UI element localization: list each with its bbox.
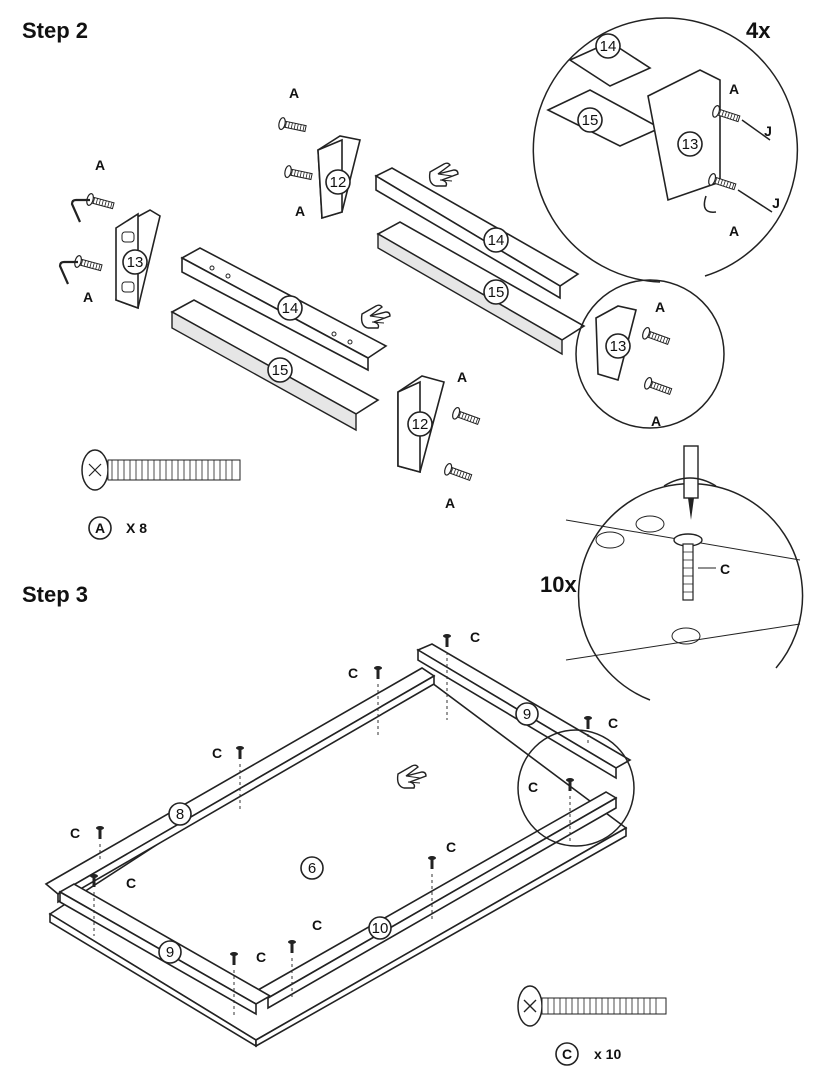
step3-multiplier: 10x <box>540 572 577 597</box>
svg-text:C: C <box>348 665 358 681</box>
rotate-arrow-icon <box>703 195 717 213</box>
panel-12-upper: 12 <box>317 135 361 220</box>
part-label-12: 12 <box>330 174 347 191</box>
hardware-letter-c: C <box>720 561 730 577</box>
beam-14-left: 14 <box>180 247 388 372</box>
hand-pointer-icon <box>360 304 391 329</box>
panel-13-left: 13 <box>115 209 161 310</box>
bolt-icon <box>277 116 314 184</box>
hardware-letter-a: A <box>295 203 305 219</box>
part-label-8: 8 <box>176 806 184 823</box>
bolt-icon <box>442 406 482 484</box>
part-label-13: 13 <box>127 254 144 271</box>
step2-multiplier: 4x <box>746 18 771 43</box>
hardware-letter-a: A <box>445 495 455 511</box>
part-label-14: 14 <box>488 232 505 249</box>
legend-a-letter: A <box>95 520 105 536</box>
part-label-14: 14 <box>282 300 299 317</box>
detail-circle-corner <box>517 729 635 847</box>
part-label-14: 14 <box>600 38 617 55</box>
beam-15-right: 15 <box>376 221 586 356</box>
screwdriver-icon <box>683 445 699 499</box>
beam-14-right: 14 <box>374 167 580 300</box>
rail-10: 10 <box>256 791 618 1010</box>
svg-text:C: C <box>70 825 80 841</box>
rotate-arrow-icon <box>663 477 717 487</box>
part-label-13: 13 <box>682 136 699 153</box>
part-label-10: 10 <box>372 920 389 937</box>
hardware-letter-a: A <box>655 299 665 315</box>
part-label-6: 6 <box>308 860 316 877</box>
rail-9-top: 9 <box>416 643 632 780</box>
panel-12-lower: 12 <box>397 375 445 474</box>
svg-text:C: C <box>256 949 266 965</box>
step2-heading: Step 2 <box>22 18 88 43</box>
part-label-15: 15 <box>488 284 505 301</box>
hardware-letter-a: A <box>729 223 739 239</box>
part-label-9: 9 <box>166 944 174 961</box>
hardware-letter-a: A <box>83 289 93 305</box>
hardware-letter-a: A <box>457 369 467 385</box>
legend-a-quantity: X 8 <box>126 520 147 536</box>
detail-circle-small: 13 <box>575 279 725 429</box>
part-label-15: 15 <box>272 362 289 379</box>
hardware-letter-a: A <box>289 85 299 101</box>
base-panel-6: 6 <box>48 673 628 1048</box>
detail-circle-large: 14 15 13 <box>532 17 798 283</box>
bolt-icon <box>58 192 116 286</box>
hardware-letter-a: A <box>729 81 739 97</box>
phillips-screw-icon <box>517 985 667 1027</box>
hardware-letter-a: A <box>95 157 105 173</box>
part-label-9: 9 <box>523 706 531 723</box>
beam-15-left: 15 <box>170 299 380 432</box>
rail-9-bottom: 9 <box>58 883 272 1016</box>
detail-circle-screw <box>565 445 804 701</box>
tool-letter-j: J <box>772 195 780 211</box>
svg-text:C: C <box>608 715 618 731</box>
svg-text:C: C <box>446 839 456 855</box>
svg-text:C: C <box>126 875 136 891</box>
svg-text:C: C <box>528 779 538 795</box>
part-label-12: 12 <box>412 416 429 433</box>
tool-letter-j: J <box>764 123 772 139</box>
legend-c-quantity: x 10 <box>594 1046 621 1062</box>
svg-text:C: C <box>212 745 222 761</box>
legend-c-letter: C <box>562 1046 572 1062</box>
svg-text:C: C <box>470 629 480 645</box>
bolt-icon <box>81 449 241 491</box>
part-label-15: 15 <box>582 112 599 129</box>
rail-8: 8 <box>44 667 436 904</box>
hardware-letter-a: A <box>651 413 661 429</box>
hardware-letters-c: C C C C C C C C C C <box>70 629 618 965</box>
svg-text:C: C <box>312 917 322 933</box>
hand-pointer-icon <box>428 162 459 187</box>
part-label-13: 13 <box>610 338 627 355</box>
step3-heading: Step 3 <box>22 582 88 607</box>
